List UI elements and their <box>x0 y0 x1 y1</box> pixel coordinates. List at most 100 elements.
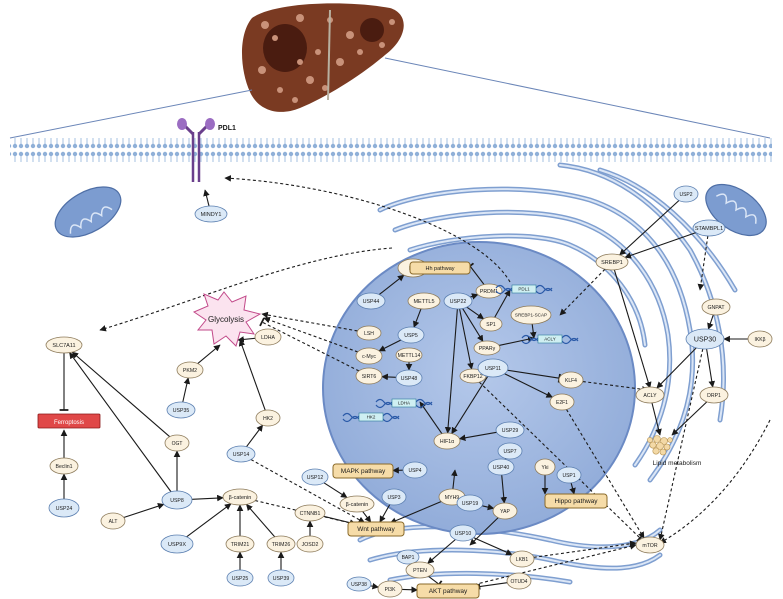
edge-usp8-beta_catenin <box>191 494 224 502</box>
node-usp12-label: USP12 <box>307 475 324 481</box>
node-usp25-label: USP25 <box>232 576 249 582</box>
edge-stambpl1-target <box>697 235 709 291</box>
node-pten-label: PTEN <box>413 568 427 574</box>
node-usp10: USP10 <box>449 524 477 542</box>
edge-usp48-sirt6 <box>381 373 397 381</box>
edge-fkbp12-target <box>478 381 644 542</box>
edge-stambpl1-srebp1 <box>624 232 697 259</box>
edge-trim26-beta_catenin <box>246 503 276 538</box>
node-klf4: KLF4 <box>558 371 584 389</box>
dna-acly-icon: ACLY <box>521 334 579 345</box>
node-usp3-label: USP3 <box>387 495 400 501</box>
edge-usp9x-beta_catenin <box>186 503 232 538</box>
edge-usp22-fkbp12 <box>459 308 474 370</box>
node-usp5-label: USP5 <box>404 333 418 339</box>
node-usp22: USP22 <box>443 292 473 310</box>
edge-hif1a-target <box>419 401 443 434</box>
mitochondrion-left-icon <box>54 186 122 238</box>
node-trim26-label: TRIM26 <box>272 542 291 548</box>
edge-usp22-sp1 <box>466 306 485 320</box>
edge-usp14-hk2 <box>246 424 264 447</box>
node-usp7-label: USP7 <box>503 449 516 455</box>
node-fkbp12-label: FKBP12 <box>463 374 482 380</box>
node-usp4: USP4 <box>402 461 428 479</box>
edge-beta_catenin_in-wnt_pathway <box>362 511 372 523</box>
node-srebp1-scap-label: SREBP1-SCAP <box>515 313 547 318</box>
edge-myh9-target <box>451 469 458 490</box>
node-beta-catenin-in-label: β-catenin <box>346 502 369 508</box>
node-e2f1: E2F1 <box>549 393 575 411</box>
node-alt-label: ALT <box>109 519 118 525</box>
edge-mindy1-target <box>203 189 210 207</box>
node-usp19: USP19 <box>456 494 484 512</box>
node-ikkb-label: IKKβ <box>755 337 766 343</box>
node-slc7a11: SLC7A11 <box>45 336 83 354</box>
node-usp14: USP14 <box>226 445 256 463</box>
node-hif1a: HIF1α <box>433 432 461 450</box>
edge-prdm1-target <box>465 262 485 285</box>
edge-usp40-yap <box>500 474 508 504</box>
node-slc7a11-label: SLC7A11 <box>52 343 75 349</box>
node-yki: Yki <box>534 458 556 476</box>
node-cmyc-label: c-Myc <box>362 354 376 360</box>
edge-usp22-prdm1 <box>470 293 479 300</box>
edge-hk2-target <box>238 339 266 411</box>
node-usp9x: USP9X <box>160 534 194 554</box>
edge-pdl1dna-to-pdl1 <box>224 175 511 283</box>
node-ctnnb1-label: CTNNB1 <box>300 511 321 517</box>
pathway-mapk-pathway-label: MAPK pathway <box>341 468 386 475</box>
node-usp39: USP39 <box>267 569 295 587</box>
edge-cmyc-target <box>263 316 358 353</box>
pathway-wnt-pathway: Wnt pathway <box>347 521 405 537</box>
node-srebp1-scap: SREBP1-SCAP <box>510 305 552 325</box>
node-beclin1: Beclin1 <box>49 457 79 475</box>
pdl1-label: PDL1 <box>218 125 236 132</box>
node-lkb1-label: LKB1 <box>516 557 528 563</box>
edge-usp8-slc7a11 <box>69 352 172 493</box>
edge-usp5-cmyc <box>378 339 402 352</box>
node-srebp1: SREBP1 <box>595 253 629 271</box>
node-prdm1-label: PRDM1 <box>480 289 498 295</box>
node-trim26: TRIM26 <box>266 535 296 553</box>
edge-usp30-drp1 <box>706 348 716 388</box>
pathway-hh-pathway-label: Hh pathway <box>425 266 454 272</box>
node-lsh: LSH <box>356 325 382 341</box>
node-lkb1: LKB1 <box>509 550 535 568</box>
dna-hk2-icon: HK2 <box>342 412 400 423</box>
node-ogt-label: OGT <box>172 441 183 447</box>
edge-usp12-beta_catenin_in <box>323 482 348 499</box>
lipid-metabolism-label: Lipid metabolism <box>653 460 702 467</box>
node-acly-label: ACLY <box>643 393 657 399</box>
node-sirt6: SIRT6 <box>355 367 383 385</box>
pathway-hippo-pathway: Hippo pathway <box>544 493 608 509</box>
node-otud4-label: OTUD4 <box>511 579 528 585</box>
node-beta-catenin: β-catenin <box>222 488 258 506</box>
node-mettl5: METTL5 <box>407 292 441 310</box>
node-ldha: LDHA <box>254 328 282 346</box>
node-ikkb: IKKβ <box>747 330 773 348</box>
node-pparg: PPARγ <box>473 340 501 356</box>
edge-sirt6-target <box>259 317 360 372</box>
node-ldha-label: LDHA <box>261 335 275 341</box>
pathway-hippo-pathway-label: Hippo pathway <box>555 498 599 505</box>
node-usp10-label: USP10 <box>455 531 472 537</box>
node-pkm2-label: PKM2 <box>183 368 197 374</box>
edge-yap-target <box>469 517 499 546</box>
node-pi3k: PI3K <box>377 580 403 598</box>
edge-myh9-wnt_pathway <box>389 501 442 524</box>
node-drp1: DRP1 <box>699 386 729 404</box>
node-usp2-label: USP2 <box>679 192 692 198</box>
node-usp48: USP48 <box>395 369 423 387</box>
node-usp11-label: USP11 <box>485 366 501 372</box>
node-usp1: USP1 <box>556 466 582 484</box>
edge-usp10-lkb1 <box>473 537 513 556</box>
edge-usp11-e2f1 <box>504 373 553 398</box>
node-usp40-label: USP40 <box>493 465 510 471</box>
node-trim21: TRIM21 <box>225 535 255 553</box>
node-usp30: USP30 <box>685 328 725 350</box>
node-bap1: BAP1 <box>396 549 420 565</box>
node-usp24: USP24 <box>48 498 80 518</box>
edge-usp44-itch <box>378 274 405 295</box>
glycolysis-burst-icon <box>192 291 262 347</box>
node-josd2: JOSD2 <box>296 535 324 553</box>
